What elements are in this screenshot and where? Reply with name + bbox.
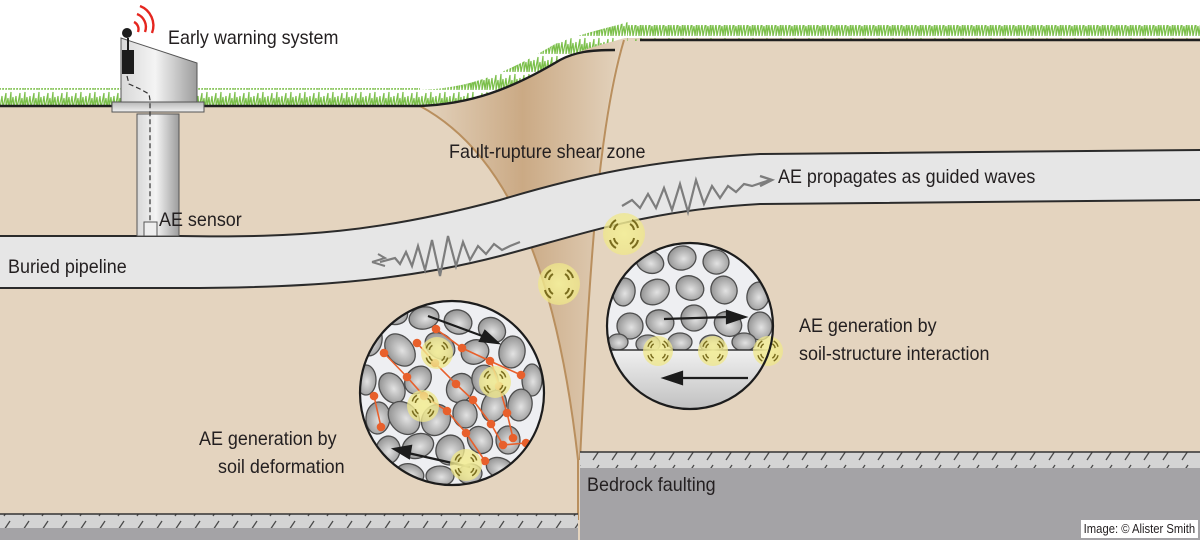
- soil-grain: [452, 399, 478, 429]
- station-post: [136, 113, 180, 237]
- label-soil-structure-2: soil-structure interaction: [799, 343, 990, 365]
- label-buried-pipeline: Buried pipeline: [8, 256, 127, 278]
- soil-grain: [460, 339, 490, 365]
- inset-soil-structure: [605, 241, 783, 411]
- ae-sources-interface: [643, 336, 783, 366]
- station-logger: [122, 50, 134, 74]
- soil-grain: [408, 306, 440, 330]
- label-fault-rupture-shear-zone: Fault-rupture shear zone: [449, 141, 646, 163]
- grass-left: [0, 88, 420, 106]
- label-bedrock-faulting: Bedrock faulting: [587, 474, 716, 496]
- shear-zone: [420, 38, 625, 460]
- soil-grain: [616, 312, 644, 340]
- sensor-cable: [126, 75, 151, 222]
- station-housing: [120, 37, 198, 103]
- label-soil-deformation-2: soil deformation: [218, 456, 345, 478]
- soil-grain: [466, 425, 494, 455]
- ae-source-marker: [698, 336, 728, 366]
- ae-source-marker: [643, 336, 673, 366]
- soil-grain: [731, 332, 757, 352]
- soil-grain: [710, 275, 738, 305]
- soil-grain: [404, 365, 432, 395]
- wave-right: [621, 174, 776, 217]
- label-ae-sensor: AE sensor: [159, 209, 242, 231]
- grass-right: [627, 25, 1200, 41]
- soil-grain: [498, 335, 526, 369]
- grass-slope: [420, 22, 628, 106]
- ae-source-pipe: [603, 213, 645, 255]
- ae-source-marker: [421, 337, 453, 369]
- ae-source-fault: [538, 263, 580, 305]
- ae-sources-deformation: [407, 337, 511, 481]
- soil-grain: [425, 465, 455, 485]
- soil-grain: [675, 275, 705, 301]
- soil-grain: [640, 278, 670, 306]
- soil-grain: [607, 333, 629, 351]
- image-credit: Image: © Alister Smith: [1081, 520, 1198, 538]
- interface-arrows: [660, 309, 749, 386]
- label-ae-propagates: AE propagates as guided waves: [778, 166, 1036, 188]
- inset-soil-deformation: [358, 299, 546, 487]
- ae-source-marker: [407, 390, 439, 422]
- ae-sensor-icon: [143, 221, 158, 237]
- ground-surface-left: [0, 48, 616, 108]
- label-soil-structure-1: AE generation by: [799, 315, 937, 337]
- ae-source-marker: [479, 366, 511, 398]
- buried-pipeline: [0, 150, 1200, 288]
- soil-grain: [645, 309, 675, 335]
- label-soil-deformation-1: AE generation by: [199, 428, 337, 450]
- antenna-ball: [122, 28, 132, 38]
- early-warning-station: [111, 4, 205, 237]
- wave-left: [371, 235, 521, 277]
- station-base-plate: [111, 101, 205, 113]
- fault-line-left: [419, 105, 579, 520]
- soil-grain: [702, 249, 730, 275]
- soil-grain: [443, 309, 473, 335]
- ae-source-marker: [450, 449, 482, 481]
- signal-icon: [133, 4, 155, 34]
- soil-grain: [667, 245, 697, 271]
- label-early-warning-system: Early warning system: [168, 27, 339, 49]
- soil-grain: [507, 388, 533, 422]
- bedrock-left: [0, 528, 578, 540]
